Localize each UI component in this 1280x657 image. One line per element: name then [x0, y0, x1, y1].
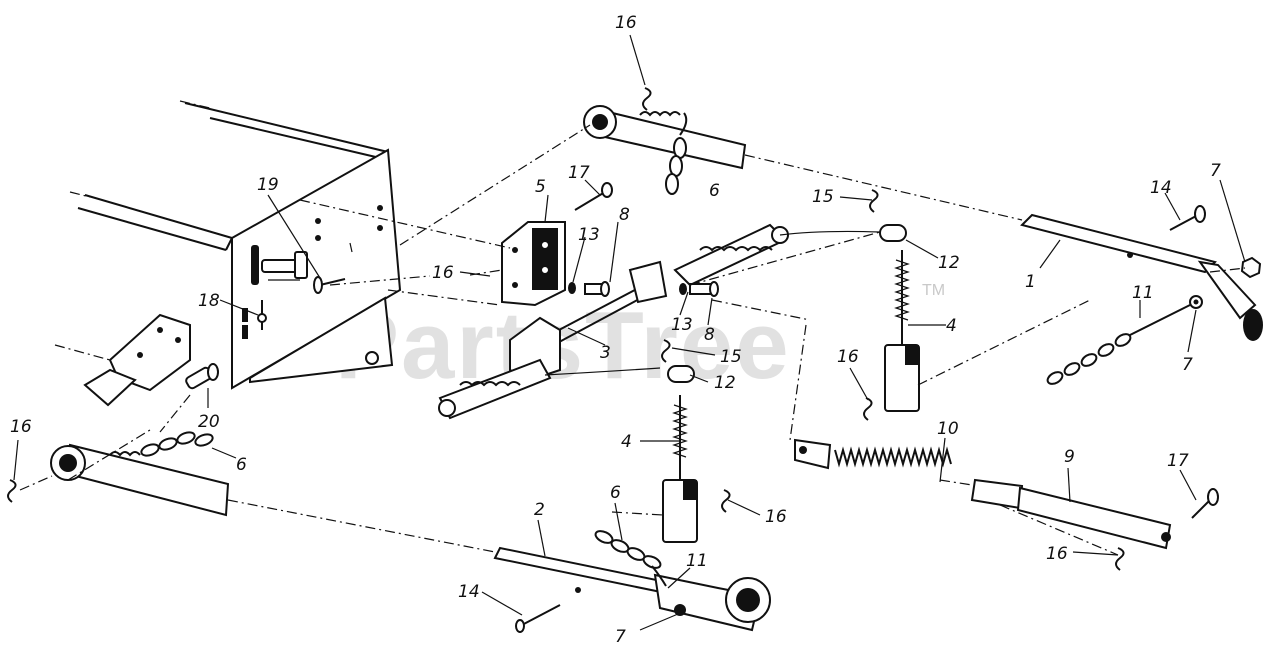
callout-6-bottom: 6: [610, 483, 621, 503]
callout-15-lower: 15: [720, 347, 742, 367]
part-16-clip-top[interactable]: [642, 87, 652, 111]
callout-16-center: 16: [432, 263, 454, 283]
callout-15-upper: 15: [812, 187, 834, 207]
part-8-bolt-right[interactable]: [689, 281, 719, 297]
callout-11-lower: 11: [686, 551, 708, 571]
tractor-frame: [69, 100, 402, 390]
callout-14-top: 14: [1150, 178, 1172, 198]
callout-4-lower: 4: [621, 432, 632, 452]
drawbar-bracket: [54, 313, 191, 407]
part-20-pin[interactable]: [185, 363, 219, 390]
callout-7-top: 7: [1210, 161, 1221, 181]
callout-18: 18: [198, 291, 220, 311]
callout-6-top: 6: [709, 181, 720, 201]
callout-4-upper: 4: [946, 316, 957, 336]
callout-9: 9: [1064, 447, 1075, 467]
part-12-pin-upper[interactable]: [879, 224, 907, 242]
part-19-pin[interactable]: [261, 251, 346, 294]
callout-labels: 16 17 5 6 8 13 15 12 14 7 1 11 7 19 16 3…: [10, 13, 1221, 647]
part-10-sway-spring[interactable]: [794, 438, 952, 470]
part-6-chain-top[interactable]: [665, 112, 688, 195]
callout-20: 20: [198, 412, 220, 432]
part-7-nut-top[interactable]: [1240, 256, 1262, 279]
part-6-chain-bottom[interactable]: [594, 529, 667, 587]
callout-11-upper: 11: [1132, 283, 1154, 303]
part-6-chain-left[interactable]: [140, 430, 214, 458]
callout-16-lower-middle: 16: [765, 507, 787, 527]
callout-12-upper: 12: [938, 253, 960, 273]
callout-8-right: 8: [704, 325, 715, 345]
callout-16-left: 16: [10, 417, 32, 437]
part-16-clip-upper-right[interactable]: [863, 397, 873, 421]
assembly-lines: [19, 124, 1246, 556]
part-13-washer-right[interactable]: [679, 283, 687, 295]
part-18-pin[interactable]: [257, 300, 267, 330]
part-5-bracket[interactable]: [501, 221, 566, 307]
part-3-cross-shaft[interactable]: [438, 223, 881, 420]
callout-16-right: 16: [1046, 544, 1068, 564]
callout-2: 2: [534, 500, 545, 520]
part-2-lift-arm[interactable]: [493, 546, 771, 632]
callout-12-lower: 12: [714, 373, 736, 393]
part-17-pin-top[interactable]: [574, 182, 613, 211]
callout-13-right: 13: [671, 315, 693, 335]
callout-13-top: 13: [578, 225, 600, 245]
part-1-lift-arm[interactable]: [1020, 213, 1263, 341]
part-15-clip-upper[interactable]: [869, 189, 879, 213]
part-16-clip-lower-middle[interactable]: [721, 489, 731, 513]
leader-lines: [13, 34, 1246, 631]
callout-17-right: 17: [1167, 451, 1189, 471]
callout-7-mid: 7: [1182, 355, 1193, 375]
part-left-link-end[interactable]: [50, 443, 230, 517]
callout-6-left: 6: [236, 455, 247, 475]
callout-19: 19: [257, 175, 279, 195]
part-14-pin-top[interactable]: [1169, 205, 1206, 231]
part-4-adjuster-upper[interactable]: [884, 250, 920, 412]
part-14-pin-bottom[interactable]: [515, 604, 561, 633]
callout-16-upper-right: 16: [837, 347, 859, 367]
part-17-pin-right[interactable]: [1191, 488, 1219, 519]
callout-14-bottom: 14: [458, 582, 480, 602]
part-11-chain-upper[interactable]: [1046, 304, 1191, 386]
callout-7-bottom: 7: [615, 627, 626, 647]
callout-16-top: 16: [615, 13, 637, 33]
part-15-clip-lower[interactable]: [661, 339, 671, 363]
part-7-nut-mid[interactable]: [1189, 295, 1203, 309]
callout-10: 10: [937, 419, 959, 439]
callout-5: 5: [535, 177, 546, 197]
part-top-link-end[interactable]: [583, 105, 747, 170]
part-16-clip-right[interactable]: [1115, 547, 1125, 571]
part-9-sway-rod[interactable]: [970, 478, 1172, 550]
callout-8-top: 8: [619, 205, 630, 225]
part-13-washer[interactable]: [568, 282, 576, 294]
part-12-pin-lower[interactable]: [667, 365, 695, 383]
part-8-bolt[interactable]: [584, 281, 610, 297]
watermark-trademark: TM: [922, 282, 945, 299]
part-16-clip-left[interactable]: [7, 479, 17, 503]
part-4-adjuster-lower[interactable]: [662, 395, 698, 543]
watermark-text: PartsTree: [335, 292, 791, 399]
callout-17-top: 17: [568, 163, 590, 183]
callout-1: 1: [1025, 272, 1036, 292]
callout-3: 3: [600, 343, 611, 363]
